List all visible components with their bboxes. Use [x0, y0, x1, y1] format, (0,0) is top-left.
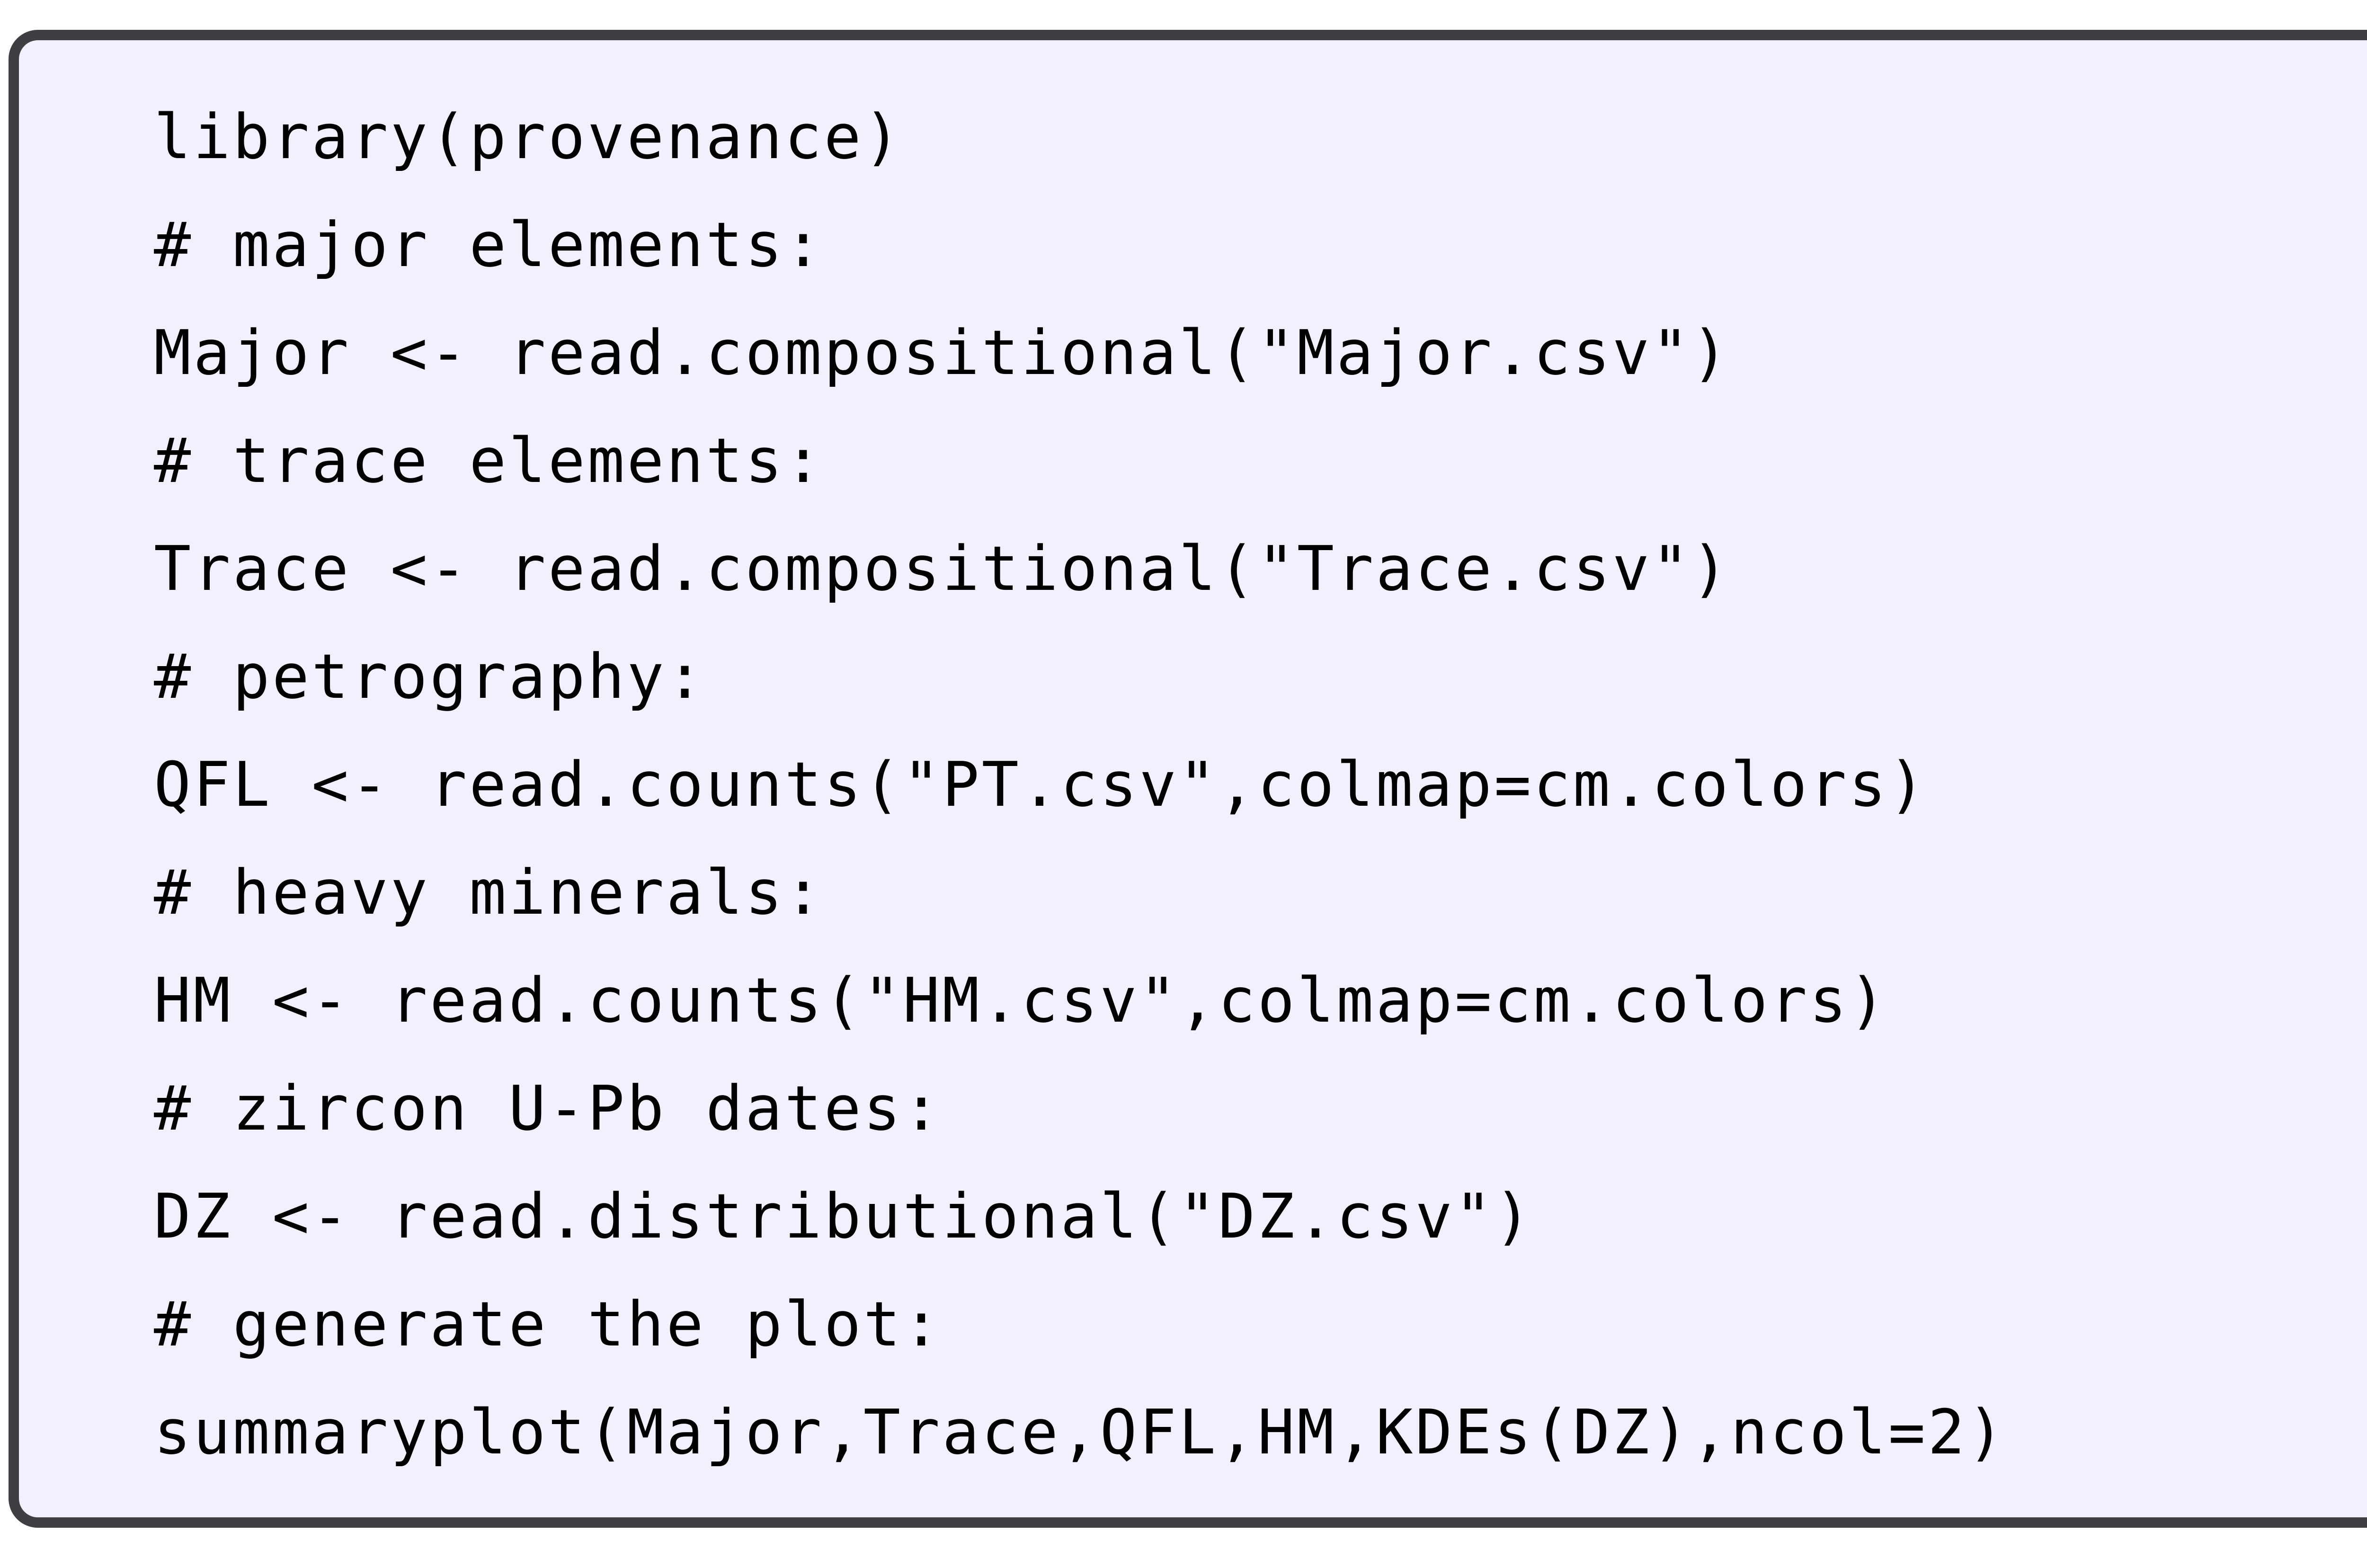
code-line: # generate the plot: [154, 1288, 943, 1360]
code-line: # trace elements: [154, 425, 824, 497]
code-line: summaryplot(Major,Trace,QFL,HM,KDEs(DZ),… [154, 1396, 2007, 1468]
code-line: # petrography: [154, 641, 706, 713]
code-line: library(provenance) [154, 101, 903, 173]
code-line: Trace <- read.compositional("Trace.csv") [154, 533, 1731, 605]
code-line: QFL <- read.counts("PT.csv",colmap=cm.co… [154, 748, 1928, 820]
code-line: Major <- read.compositional("Major.csv") [154, 317, 1731, 389]
code-line: # zircon U-Pb dates: [154, 1072, 943, 1144]
code-line: # major elements: [154, 209, 824, 281]
code-line: HM <- read.counts("HM.csv",colmap=cm.col… [154, 964, 1888, 1036]
code-line: DZ <- read.distributional("DZ.csv") [154, 1180, 1534, 1252]
code-line: # heavy minerals: [154, 856, 824, 928]
code-body[interactable]: library(provenance) # major elements: Ma… [19, 40, 2367, 1517]
code-listing-frame: library(provenance) # major elements: Ma… [9, 30, 2367, 1528]
